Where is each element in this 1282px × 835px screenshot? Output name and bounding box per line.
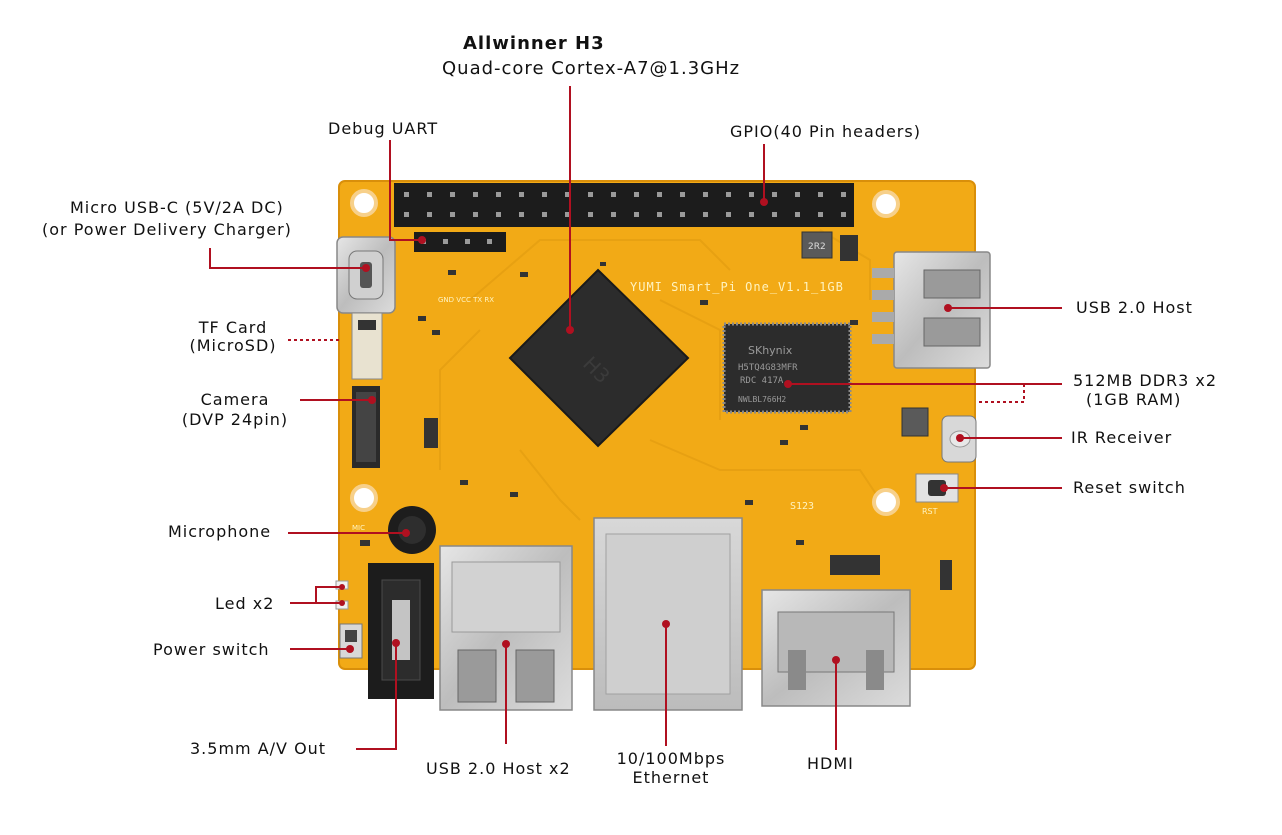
camera-connector: [352, 386, 380, 468]
power-switch-component: [339, 623, 363, 659]
usb-host-x2-label: USB 2.0 Host x2: [426, 759, 571, 778]
av-out-label: 3.5mm A/V Out: [190, 739, 327, 758]
av-jack: [368, 563, 434, 699]
chip-spec-label: Quad-core Cortex-A7@1.3GHz: [442, 58, 741, 79]
debug-uart-label: Debug UART: [328, 119, 439, 138]
camera-label-line2: (DVP 24pin): [181, 410, 289, 429]
usb-host-label: USB 2.0 Host: [1076, 298, 1193, 317]
leader-dots: [339, 198, 964, 664]
ddr-label-line2: (1GB RAM): [1086, 390, 1182, 409]
usb-host-ports-double: [439, 545, 573, 711]
ethernet-port: [593, 517, 743, 711]
usb-c-label-line1: Micro USB-C (5V/2A DC): [70, 198, 284, 217]
tf-card-label-line1: TF Card: [198, 318, 268, 337]
gpio-label: GPIO(40 Pin headers): [730, 122, 921, 141]
chip-name-label: Allwinner H3: [463, 33, 605, 54]
microphone-component: MIC: [352, 506, 436, 554]
misc-silkscreen: S123: [790, 501, 814, 512]
mounting-holes: [350, 189, 900, 516]
ram-chip: SKhynix H5TQ4G83MFR RDC 417A NWLBL766H2: [722, 322, 852, 414]
svg-text:H5TQ4G83MFR: H5TQ4G83MFR: [738, 363, 798, 373]
microphone-label: Microphone: [168, 522, 272, 541]
ethernet-label-line1: 10/100Mbps: [616, 749, 726, 768]
tf-card-label-line2: (MicroSD): [189, 336, 277, 355]
smd-components: [360, 235, 952, 590]
leader-lines: [209, 86, 1062, 750]
reset-switch-label: Reset switch: [1073, 478, 1186, 497]
board-silkscreen: YUMI Smart_Pi One_V1.1_1GB: [630, 280, 844, 294]
uart-pin-label: GND VCC TX RX: [438, 296, 494, 304]
svg-text:NWLBL766H2: NWLBL766H2: [738, 395, 786, 404]
debug-uart-header: [414, 232, 506, 252]
usb-c-label-line2: (or Power Delivery Charger): [42, 220, 292, 239]
ethernet-label-line2: Ethernet: [632, 768, 710, 787]
soc-chip: H3: [508, 268, 690, 448]
tf-card-slot: [351, 312, 383, 380]
usb-c-port: [336, 236, 396, 314]
hdmi-label: HDMI: [807, 754, 854, 773]
camera-label-line1: Camera: [200, 390, 270, 409]
gpio-header: [394, 183, 854, 227]
usb-host-port-right: [872, 251, 991, 369]
power-switch-label: Power switch: [153, 640, 270, 659]
ir-receiver-label: IR Receiver: [1071, 428, 1173, 447]
svg-text:MIC: MIC: [352, 524, 365, 532]
svg-text:RDC 417A: RDC 417A: [740, 376, 784, 386]
svg-text:RST: RST: [922, 507, 938, 516]
inductors: 2R2: [801, 231, 929, 437]
svg-text:SKhynix: SKhynix: [748, 344, 793, 357]
led-label: Led x2: [215, 594, 275, 613]
svg-text:2R2: 2R2: [808, 242, 826, 252]
ddr-label-line1: 512MB DDR3 x2: [1073, 371, 1218, 390]
pcb-traces: [439, 229, 881, 521]
